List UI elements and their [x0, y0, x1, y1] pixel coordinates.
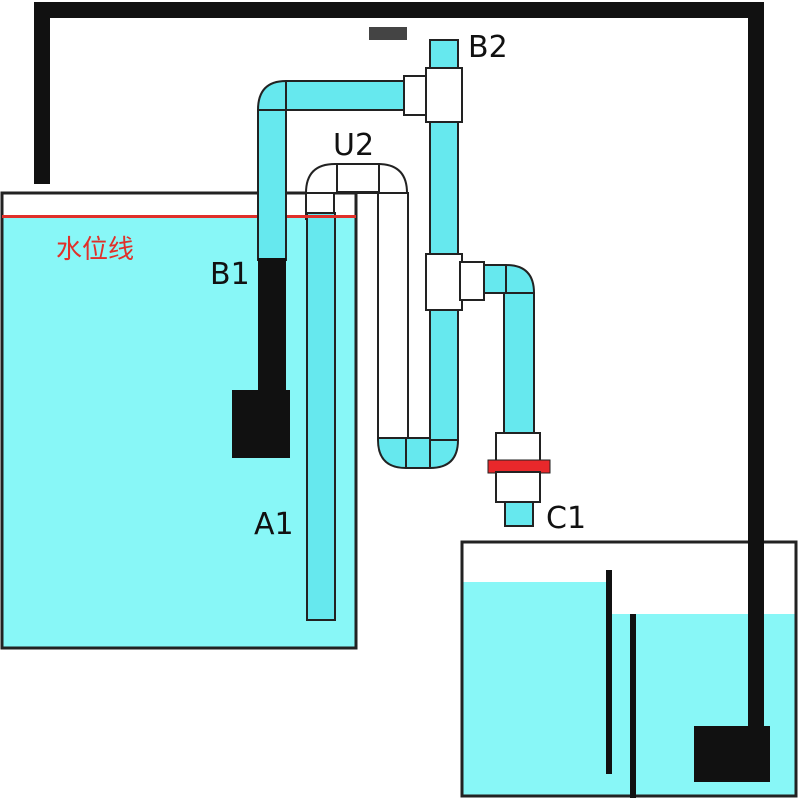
- sump-wall: [460, 540, 798, 798]
- left-tank-wall: [0, 191, 358, 650]
- b1-intake: [232, 258, 290, 458]
- label-water-line: 水位线: [56, 235, 134, 265]
- u2-bottom-bend: [377, 437, 459, 469]
- left-tank-water: [2, 216, 356, 648]
- c1-union-bottom: [495, 471, 541, 503]
- c1-branch: [483, 264, 551, 527]
- return-hose: [34, 2, 770, 782]
- return-pump: [694, 726, 770, 782]
- top-block: [369, 27, 407, 40]
- label-c1: C1: [546, 501, 586, 536]
- u2-white-pipe: [304, 163, 409, 439]
- water-level-line: [2, 215, 356, 218]
- label-u2: U2: [333, 128, 374, 163]
- left-tank: [0, 191, 358, 650]
- c1-union-top: [495, 432, 541, 462]
- sump-baffle-2: [630, 614, 636, 798]
- sump-baffle-1: [606, 570, 612, 774]
- c1-outlet: [504, 501, 534, 527]
- label-b1: B1: [210, 257, 250, 292]
- b1-pipe: [256, 79, 409, 261]
- lower-tee-fitting: [425, 253, 485, 311]
- sump-water-left: [462, 582, 610, 796]
- a1-pipe: [306, 212, 336, 621]
- upper-tee-fitting: [403, 67, 463, 123]
- label-a1: A1: [254, 507, 294, 542]
- label-b2: B2: [468, 30, 508, 65]
